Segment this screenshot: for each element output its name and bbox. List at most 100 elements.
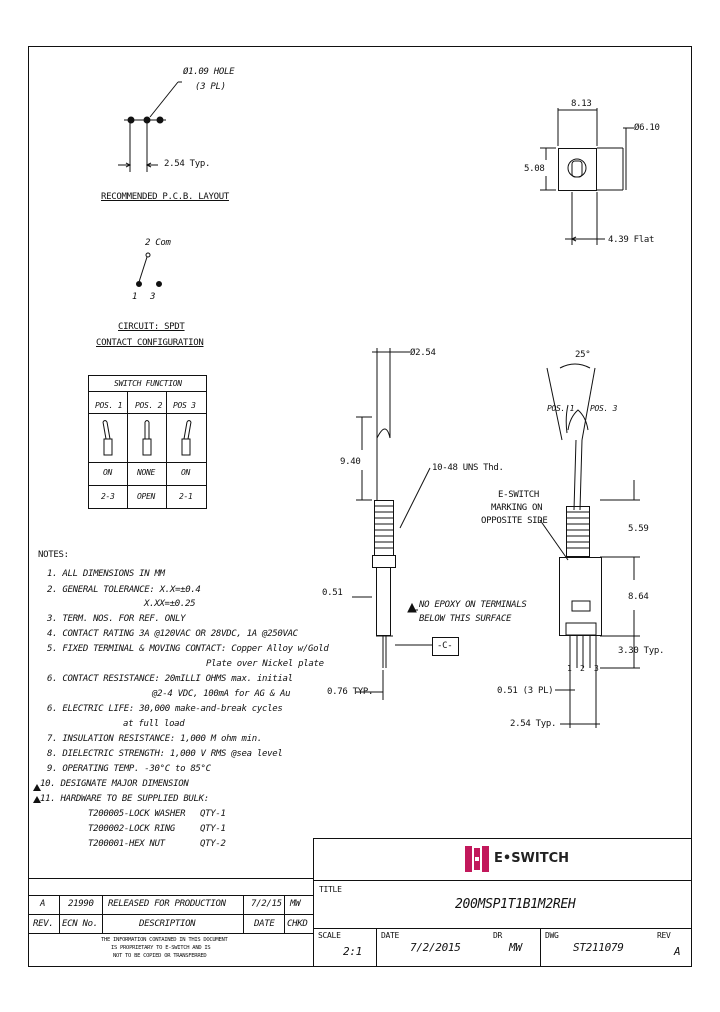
switch-col-pos3: POS 3 bbox=[173, 401, 196, 410]
dr-label: DR bbox=[493, 931, 503, 940]
side-dim-051: 0.51 bbox=[322, 588, 343, 598]
eswitch-logo-text: E•SWITCH bbox=[494, 851, 570, 866]
chkd-header: CHKD bbox=[287, 919, 308, 929]
note-flag-10 bbox=[33, 784, 41, 791]
rev-value: A bbox=[40, 899, 46, 909]
ecn-value: 21990 bbox=[68, 899, 94, 909]
circuit-pin3: 3 bbox=[150, 292, 156, 302]
top-height-dim: 5.08 bbox=[524, 164, 545, 174]
front-dim-254: 2.54 Typ. bbox=[510, 719, 557, 729]
front-pin2: 2 bbox=[580, 664, 585, 673]
part-number-title: 200MSP1T1B1M2REH bbox=[455, 897, 576, 912]
rev-date: 7/2/15 bbox=[251, 899, 282, 909]
side-thread: 10-48 UNS Thd. bbox=[432, 463, 504, 473]
note-line: 5. FIXED TERMINAL & MOVING CONTACT: Copp… bbox=[47, 644, 329, 654]
switch-contacts-pos2: OPEN bbox=[137, 492, 156, 501]
switch-state-pos3: ON bbox=[181, 468, 191, 477]
note-line: @2-4 VDC, 100mA for AG & Au bbox=[152, 689, 291, 699]
eswitch-logo-mark-icon bbox=[465, 846, 489, 872]
hardware-part: T200002-LOCK RING bbox=[88, 824, 176, 834]
date-label: DATE bbox=[381, 931, 400, 940]
front-dim-330: 3.30 Typ. bbox=[618, 646, 665, 656]
pcb-layout-graphic bbox=[118, 81, 182, 172]
dr-value: MW bbox=[509, 941, 522, 954]
front-pin3: 3 bbox=[594, 664, 599, 673]
eswitch-logo: E•SWITCH bbox=[462, 842, 578, 876]
note-line: 11. HARDWARE TO BE SUPPLIED BULK: bbox=[40, 794, 209, 804]
circuit-com: 2 Com bbox=[145, 238, 171, 248]
note-line: 2. GENERAL TOLERANCE: X.X=±0.4 bbox=[47, 585, 201, 595]
note-line: Plate over Nickel plate bbox=[206, 659, 324, 669]
switch-contacts-pos3: 2-1 bbox=[179, 492, 193, 501]
disclaimer-line-2: IS PROPRIETARY TO E-SWITCH AND IS bbox=[111, 945, 211, 951]
date-header: DATE bbox=[254, 919, 275, 929]
hardware-qty: QTY-2 bbox=[200, 839, 226, 849]
ecn-header: ECN No. bbox=[62, 919, 98, 929]
circuit-title: CIRCUIT: SPDT bbox=[118, 322, 185, 332]
pcb-title: RECOMMENDED P.C.B. LAYOUT bbox=[101, 192, 229, 202]
note-line: 3. TERM. NOS. FOR REF. ONLY bbox=[47, 614, 186, 624]
note-line: 1. ALL DIMENSIONS IN MM bbox=[47, 569, 165, 579]
date-value: 7/2/2015 bbox=[410, 941, 461, 954]
dwg-value: ST211079 bbox=[573, 941, 624, 954]
hardware-qty: QTY-1 bbox=[200, 824, 226, 834]
title-block-lines bbox=[28, 838, 691, 966]
front-pos1: POS. 1 bbox=[547, 404, 575, 413]
disclaimer-line-1: THE INFORMATION CONTAINED IN THIS DOCUME… bbox=[101, 937, 228, 943]
front-dim-864: 8.64 bbox=[628, 592, 649, 602]
note-line: 6. CONTACT RESISTANCE: 20mILLI OHMS max.… bbox=[47, 674, 293, 684]
note-line: 8. DIELECTRIC STRENGTH: 1,000 V RMS @sea… bbox=[47, 749, 283, 759]
switch-col-pos2: POS. 2 bbox=[135, 401, 163, 410]
circuit-graphic bbox=[136, 252, 162, 287]
top-flat-dim: 4.39 Flat bbox=[608, 235, 655, 245]
front-pin1: 1 bbox=[567, 664, 572, 673]
note-line: 4. CONTACT RATING 3A @120VAC OR 28VDC, 1… bbox=[47, 629, 298, 639]
rev-header: REV. bbox=[33, 919, 54, 929]
top-dia-dim: Ø6.10 bbox=[634, 123, 660, 133]
epoxy-note-1: NO EPOXY ON TERMINALS bbox=[419, 600, 527, 610]
disclaimer-line-3: NOT TO BE COPIED OR TRANSFERRED bbox=[113, 953, 207, 959]
circuit-subtitle: CONTACT CONFIGURATION bbox=[96, 338, 204, 348]
side-dim-076: 0.76 TYP. bbox=[327, 687, 374, 697]
circuit-pin1: 1 bbox=[132, 292, 138, 302]
datum-c: -C- bbox=[437, 641, 453, 651]
front-pos3: POS. 3 bbox=[590, 404, 618, 413]
top-width-dim: 8.13 bbox=[571, 99, 592, 109]
switch-function-table-lines bbox=[88, 375, 207, 509]
epoxy-note-2: BELOW THIS SURFACE bbox=[419, 614, 512, 624]
marking-line-2: MARKING ON bbox=[491, 503, 543, 513]
switch-contacts-pos1: 2-3 bbox=[101, 492, 115, 501]
note-line: 9. OPERATING TEMP. -30°C to 85°C bbox=[47, 764, 211, 774]
description-header: DESCRIPTION bbox=[139, 919, 196, 929]
top-view-graphic bbox=[540, 108, 634, 245]
notes-title: NOTES: bbox=[38, 550, 69, 560]
scale-value: 2:1 bbox=[343, 945, 362, 958]
rev-label: REV bbox=[657, 931, 671, 940]
front-dim-051: 0.51 (3 PL) bbox=[497, 686, 554, 696]
title-label: TITLE bbox=[319, 885, 342, 894]
pcb-hole-qty: (3 PL) bbox=[195, 82, 226, 92]
dwg-label: DWG bbox=[545, 931, 559, 940]
side-len: 9.40 bbox=[340, 457, 361, 467]
note-line: X.XX=±0.25 bbox=[144, 599, 196, 609]
rev-letter: A bbox=[674, 945, 681, 958]
pcb-pitch: 2.54 Typ. bbox=[164, 159, 211, 169]
hardware-part: T200001-HEX NUT bbox=[88, 839, 165, 849]
switch-state-pos2: NONE bbox=[137, 468, 156, 477]
marking-line-1: E-SWITCH bbox=[498, 490, 539, 500]
marking-line-3: OPPOSITE SIDE bbox=[481, 516, 548, 526]
switch-state-pos1: ON bbox=[103, 468, 113, 477]
note-flag-11 bbox=[33, 796, 41, 803]
switch-function-header: SWITCH FUNCTION bbox=[114, 379, 182, 388]
note-line: 6. ELECTRIC LIFE: 30,000 make-and-break … bbox=[47, 704, 283, 714]
switch-col-pos1: POS. 1 bbox=[95, 401, 123, 410]
front-angle: 25° bbox=[575, 350, 591, 360]
note-line: 7. INSULATION RESISTANCE: 1,000 M ohm mi… bbox=[47, 734, 262, 744]
front-dim-559: 5.59 bbox=[628, 524, 649, 534]
note-line: 10. DESIGNATE MAJOR DIMENSION bbox=[40, 779, 189, 789]
pcb-hole-label: Ø1.09 HOLE bbox=[183, 67, 235, 77]
note-line: at full load bbox=[123, 719, 185, 729]
hardware-part: T200005-LOCK WASHER bbox=[88, 809, 186, 819]
